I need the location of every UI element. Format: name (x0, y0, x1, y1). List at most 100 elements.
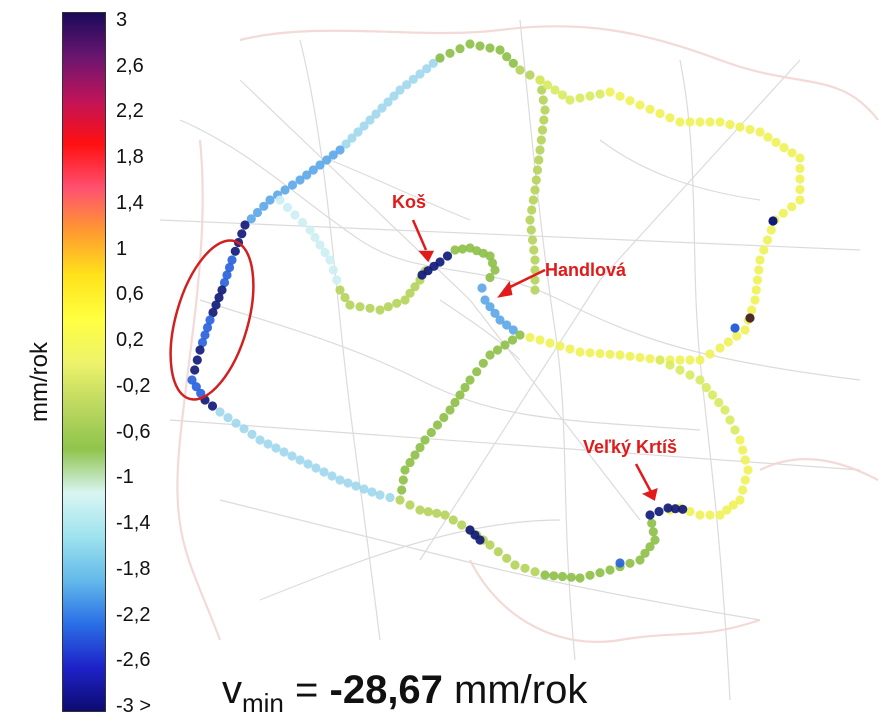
measurement-point (495, 45, 505, 55)
measurement-point (426, 427, 436, 438)
measurement-point (224, 262, 235, 273)
measurement-point (455, 44, 465, 54)
arrow-velky-krtis (634, 463, 653, 493)
measurement-point (310, 232, 320, 243)
measurement-point (743, 465, 753, 475)
measurement-point (343, 478, 353, 488)
arrow-handlova-head (497, 281, 513, 298)
measurement-point (714, 397, 724, 408)
measurement-point (190, 365, 200, 375)
measurement-point (371, 109, 381, 119)
measurement-point (327, 471, 337, 481)
measurement-point (423, 507, 433, 517)
measurement-point (485, 540, 495, 550)
measurement-point (605, 565, 615, 575)
measurement-point (240, 220, 250, 230)
measurement-point (205, 315, 215, 325)
measurement-point (508, 325, 518, 335)
measurement-point (635, 352, 645, 363)
measurement-point (728, 500, 738, 510)
measurement-point (585, 91, 595, 101)
measurement-point (340, 292, 350, 303)
measurement-point (385, 492, 395, 503)
measurement-point (685, 117, 695, 127)
colorbar-tick-label: 3 (116, 9, 128, 31)
measurement-point (405, 457, 415, 468)
colorbar-tick-label: -0,2 (116, 374, 151, 397)
measurement-point (442, 251, 453, 261)
measurement-point (537, 125, 548, 135)
measurement-point (752, 275, 763, 285)
measurement-point (730, 425, 740, 435)
measurement-point (625, 96, 635, 106)
measurement-point (383, 97, 393, 107)
measurement-point (725, 415, 735, 425)
measurement-point (540, 570, 550, 580)
measurement-point (795, 174, 805, 184)
measurement-point (279, 447, 289, 457)
colorbar-tick-label: -3 > (116, 695, 152, 717)
colorbar-tick-label: -1,8 (116, 557, 151, 580)
measurement-point (615, 558, 625, 568)
measurement-point (532, 165, 543, 175)
measurement-point (740, 325, 750, 335)
measurement-point (500, 340, 510, 350)
measurement-point (528, 195, 538, 205)
measurement-point (675, 355, 685, 365)
measurement-point (197, 337, 208, 348)
measurement-point (762, 235, 773, 245)
measurement-point (510, 560, 520, 570)
measurement-point (735, 122, 745, 132)
measurement-point (768, 216, 778, 226)
measurement-point (795, 163, 805, 174)
measurement-point (440, 510, 450, 520)
measurement-point (395, 85, 405, 95)
measurement-point (530, 255, 540, 265)
measurement-point (227, 255, 237, 265)
colorbar-tick-label: 1,8 (116, 146, 144, 169)
measurement-point (211, 300, 221, 310)
measurement-point (415, 69, 425, 79)
measurement-point (217, 285, 227, 295)
measurement-point (477, 283, 487, 293)
measurement-point (187, 375, 197, 385)
measurement-point (457, 244, 468, 254)
colorbar-tick-label: -1 (116, 466, 134, 489)
measurement-point (655, 355, 665, 365)
measurement-point (487, 258, 498, 268)
measurement-point (335, 145, 345, 155)
measurement-point (315, 240, 325, 250)
measurement-point (271, 443, 281, 453)
measurement-point (445, 405, 455, 415)
measurement-point (723, 337, 733, 347)
measurement-point (432, 508, 442, 518)
measurement-point (645, 104, 655, 114)
measurement-point (695, 117, 705, 127)
measurement-point (766, 225, 776, 235)
measurement-point (415, 442, 425, 453)
measurement-point (353, 127, 363, 137)
measurement-point (341, 139, 351, 149)
measurement-point (715, 510, 725, 520)
measurement-point (705, 117, 715, 127)
measurement-point (557, 90, 568, 100)
measurement-point (670, 504, 680, 514)
measurement-point (335, 285, 345, 295)
measurement-point (219, 277, 230, 288)
measurement-point (445, 48, 455, 58)
measurement-point (223, 413, 233, 423)
measurement-point (265, 195, 275, 205)
measurement-point (735, 495, 745, 505)
measurement-point (247, 429, 257, 439)
measurement-point (255, 435, 265, 445)
annotation-arrows (411, 219, 658, 501)
measurement-point (615, 350, 625, 360)
measurement-point (530, 275, 540, 285)
measurement-point (575, 573, 585, 583)
measurement-point (645, 354, 655, 364)
measurement-point (575, 93, 585, 103)
measurement-point (252, 207, 263, 218)
measurement-point (392, 298, 402, 308)
measurement-point (557, 571, 568, 582)
